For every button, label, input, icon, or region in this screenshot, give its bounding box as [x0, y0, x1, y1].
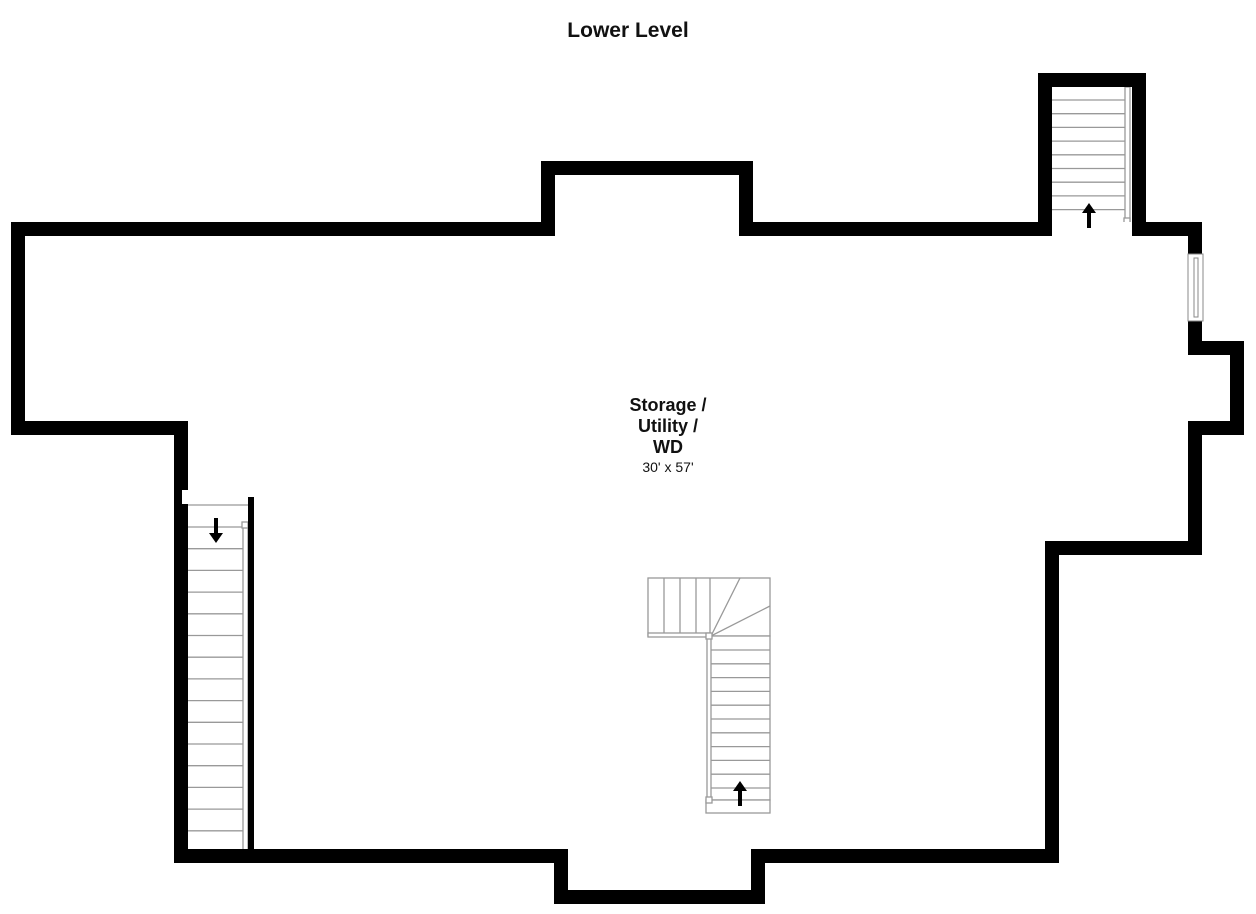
arrow-up-icon — [733, 781, 747, 806]
winder-line — [710, 577, 741, 637]
handrail — [706, 635, 712, 801]
arrow-down-icon — [209, 518, 223, 543]
room-name-line: Utility / — [637, 416, 698, 436]
stair-upper-flight — [647, 577, 771, 637]
stair-lower-flight — [709, 635, 771, 801]
stair-opening-left — [182, 490, 248, 504]
handrail — [1124, 86, 1131, 223]
stair-opening-top-right — [1052, 222, 1132, 237]
exterior-wall — [11, 73, 1244, 904]
room-name-line: WD — [653, 437, 683, 457]
floor-title: Lower Level — [567, 19, 689, 42]
winder-line — [710, 605, 771, 637]
newel-post — [705, 632, 713, 640]
arrow-up-icon — [1082, 203, 1096, 228]
room-dimensions: 30' x 57' — [642, 459, 694, 475]
window — [1187, 253, 1204, 322]
room-label-storage: Storage / Utility / WD 30' x 57' — [568, 395, 768, 476]
newel-post — [241, 521, 249, 529]
newel-post — [705, 796, 713, 804]
handrail — [647, 632, 711, 638]
handrail — [242, 524, 249, 851]
room-name-line: Storage / — [629, 395, 707, 415]
